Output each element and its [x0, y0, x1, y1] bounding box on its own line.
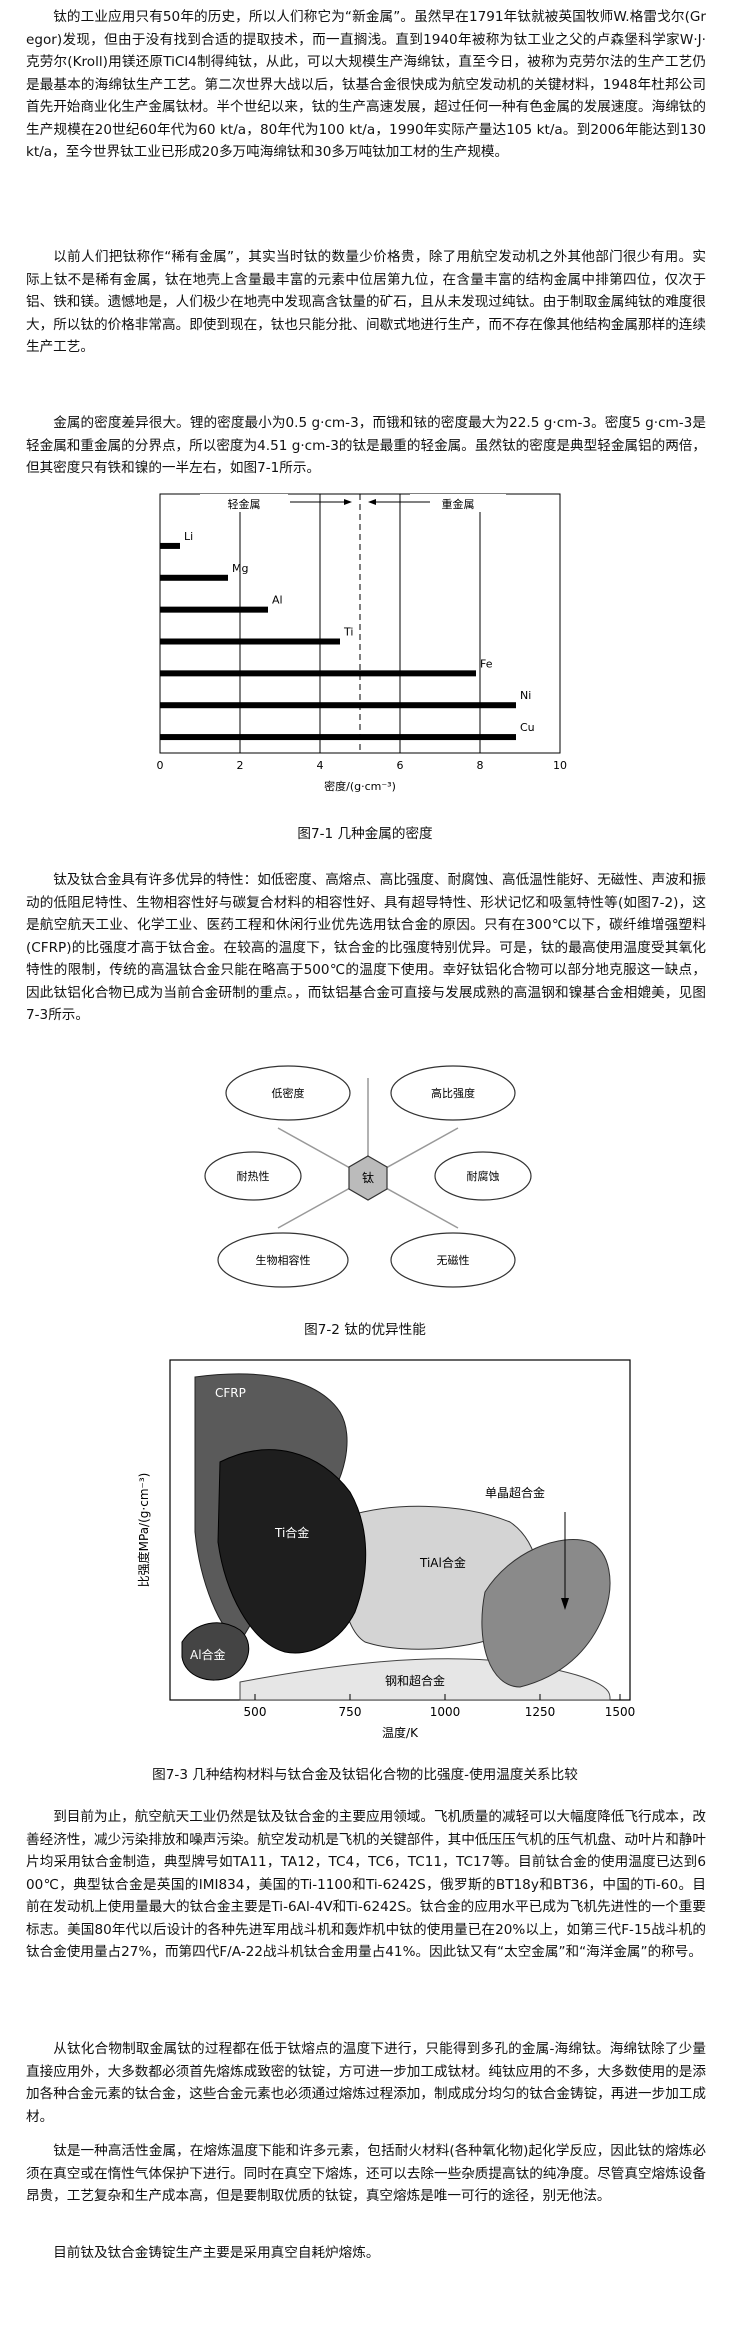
svg-text:Al合金: Al合金: [190, 1647, 226, 1662]
x-tick-label: 6: [397, 759, 404, 772]
svg-text:低密度: 低密度: [272, 1086, 305, 1100]
property-corrosion-resistance: 耐腐蚀: [434, 1151, 532, 1201]
property-heat-resistance: 耐热性: [204, 1151, 302, 1201]
x-tick-label: 0: [157, 759, 164, 772]
density-bar-li: [160, 542, 180, 549]
paragraph-1: 钛的工业应用只有50年的历史，所以人们称它为“新金属”。虽然早在1791年钛就被…: [26, 9, 706, 160]
svg-text:CFRP: CFRP: [215, 1386, 246, 1400]
svg-text:高比强度: 高比强度: [431, 1086, 475, 1100]
figure-7-3-caption: 图7-3 几种结构材料与钛合金及钛铝化合物的比强度-使用温度关系比较: [152, 1767, 578, 1783]
heavy-metal-label: 重金属: [442, 497, 475, 511]
svg-text:Ti合金: Ti合金: [274, 1525, 309, 1540]
x-tick-label: 1250: [525, 1705, 556, 1719]
bar-label-fe: Fe: [480, 657, 493, 670]
property-nonmagnetic: 无磁性: [390, 1232, 516, 1288]
paragraph-4: 钛及钛合金具有许多优异的特性：如低密度、高熔点、高比强度、耐腐蚀、高低温性能好、…: [26, 872, 706, 1023]
paragraph-2: 以前人们把钛称作“稀有金属”，其实当时钛的数量少价格贵，除了用航空发动机之外其他…: [26, 249, 706, 355]
bar-label-ni: Ni: [520, 689, 531, 702]
x-tick-label: 8: [477, 759, 484, 772]
paragraph-5: 到目前为止，航空航天工业仍然是钛及钛合金的主要应用领域。飞机质量的减轻可以大幅度…: [26, 1809, 706, 1960]
bar-label-mg: Mg: [232, 562, 248, 575]
bar-label-ti: Ti: [343, 626, 353, 639]
x-tick-label: 1500: [605, 1705, 636, 1719]
light-metal-label: 轻金属: [228, 497, 261, 511]
single-crystal-superalloy-region: [481, 1538, 611, 1688]
bar-label-li: Li: [184, 530, 193, 543]
x-tick-label: 10: [553, 759, 567, 772]
y-axis-label: 比强度MPa/(g·cm⁻³): [136, 1473, 151, 1588]
svg-text:钛: 钛: [362, 1170, 374, 1185]
paragraph-7: 钛是一种高活性金属，在熔炼温度下能和许多元素，包括耐火材料(各种氧化物)起化学反…: [26, 2143, 706, 2204]
density-bar-mg: [160, 574, 228, 581]
figure-7-2-caption: 图7-2 钛的优异性能: [304, 1322, 426, 1338]
x-axis-label: 温度/K: [382, 1725, 419, 1740]
density-bar-ni: [160, 702, 516, 709]
x-axis-label: 密度/(g·cm⁻³): [324, 779, 396, 793]
svg-text:无磁性: 无磁性: [437, 1253, 470, 1267]
al-alloy-region: [181, 1622, 250, 1681]
titanium-center-hexagon: 钛: [348, 1155, 388, 1201]
bar-label-cu: Cu: [520, 721, 535, 734]
titanium-properties-diagram: 低密度 高比强度 耐热性 耐腐蚀 生物相容性 无磁性 钛: [204, 1065, 532, 1288]
svg-text:TiAl合金: TiAl合金: [419, 1555, 466, 1570]
x-tick-label: 1000: [430, 1705, 461, 1719]
paragraph-6: 从钛化合物制取金属钛的过程都在低于钛熔点的温度下进行，只能得到多孔的金属-海绵钛…: [26, 2041, 706, 2125]
specific-strength-temperature-chart: CFRP Ti合金 TiAl合金 单晶超合金 Al合金 钢和超合金 500 750…: [136, 1359, 636, 1740]
property-biocompatibility: 生物相容性: [217, 1232, 349, 1288]
svg-text:单晶超合金: 单晶超合金: [485, 1485, 545, 1500]
density-bar-al: [160, 606, 268, 613]
svg-text:钢和超合金: 钢和超合金: [385, 1673, 445, 1688]
property-low-density: 低密度: [225, 1065, 351, 1121]
x-tick-label: 750: [339, 1705, 362, 1719]
ti-alloy-region: [217, 1449, 367, 1654]
figure-7-1-caption: 图7-1 几种金属的密度: [297, 826, 433, 842]
density-bar-cu: [160, 734, 516, 741]
x-tick-label: 500: [244, 1705, 267, 1719]
x-tick-label: 2: [237, 759, 244, 772]
paragraph-8: 目前钛及钛合金铸锭生产主要是采用真空自耗炉熔炼。: [53, 2245, 380, 2261]
paragraph-3: 金属的密度差异很大。锂的密度最小为0.5 g·cm-3，而锇和铱的密度最大为22…: [26, 415, 706, 476]
svg-text:耐热性: 耐热性: [237, 1169, 270, 1183]
svg-text:耐腐蚀: 耐腐蚀: [467, 1169, 500, 1183]
density-bar-ti: [160, 638, 340, 645]
svg-text:生物相容性: 生物相容性: [256, 1253, 311, 1267]
property-high-specific-strength: 高比强度: [390, 1065, 516, 1121]
x-tick-label: 4: [317, 759, 324, 772]
bar-label-al: Al: [272, 594, 283, 607]
density-bar-fe: [160, 670, 476, 677]
